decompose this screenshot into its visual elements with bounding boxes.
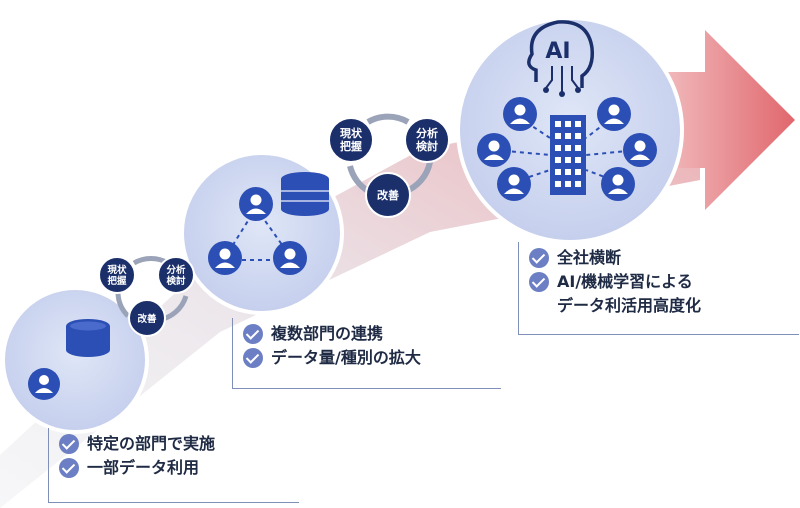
building-icon — [550, 115, 586, 195]
database-icon — [66, 319, 110, 357]
ai-label: AI — [545, 39, 570, 64]
person-icon — [273, 241, 307, 275]
person-icon — [601, 167, 635, 201]
check-icon — [529, 272, 549, 292]
cycle-analyze-label: 検討 — [416, 139, 438, 153]
cycle-assess-label: 把握 — [107, 275, 127, 287]
caption-item: データ量/種別の拡大 — [243, 346, 501, 370]
improvement-cycle-2: 現状 把握 分析 検討 改善 — [328, 113, 450, 218]
person-icon — [497, 167, 531, 201]
improvement-cycle-1: 現状 把握 分析 検討 改善 — [98, 255, 195, 337]
person-icon — [208, 241, 242, 275]
person-icon — [597, 97, 631, 131]
check-icon — [243, 348, 263, 368]
caption-text: AI/機械学習による データ利活用高度化 — [557, 272, 702, 315]
database-icon — [281, 172, 329, 216]
cycle-assess-label: 把握 — [340, 139, 362, 153]
caption-item: AI/機械学習による データ利活用高度化 — [529, 270, 799, 318]
caption-text: 全社横断 — [557, 248, 622, 267]
cycle-assess-label: 現状 — [340, 126, 363, 140]
ai-head-icon: AI — [527, 20, 595, 97]
cycle-analyze-label: 検討 — [166, 275, 186, 287]
check-icon — [59, 434, 79, 454]
cycle-analyze-label: 分析 — [166, 264, 186, 276]
caption-text: 複数部門の連携 — [271, 324, 384, 343]
caption-item: 全社横断 — [529, 246, 799, 270]
cycle-analyze-label: 分析 — [416, 126, 438, 140]
caption-item: 一部データ利用 — [59, 456, 299, 480]
caption-text: 一部データ利用 — [87, 458, 200, 477]
cycle-improve-label: 改善 — [137, 313, 157, 325]
stage3-caption: 全社横断 AI/機械学習による データ利活用高度化 — [518, 242, 799, 335]
cycle-improve-label: 改善 — [377, 188, 399, 202]
person-icon — [503, 97, 537, 131]
stage2-caption: 複数部門の連携 データ量/種別の拡大 — [232, 318, 501, 389]
caption-item: 複数部門の連携 — [243, 322, 501, 346]
check-icon — [243, 324, 263, 344]
caption-text: 特定の部門で実施 — [87, 434, 216, 453]
person-icon — [239, 187, 273, 221]
person-icon — [28, 368, 60, 400]
person-icon — [623, 133, 657, 167]
caption-text: データ量/種別の拡大 — [271, 348, 421, 367]
check-icon — [529, 248, 549, 268]
growth-arrow — [650, 30, 795, 210]
check-icon — [59, 458, 79, 478]
stage1-caption: 特定の部門で実施 一部データ利用 — [48, 428, 299, 503]
caption-item: 特定の部門で実施 — [59, 432, 299, 456]
person-icon — [477, 133, 511, 167]
cycle-assess-label: 現状 — [107, 264, 127, 276]
